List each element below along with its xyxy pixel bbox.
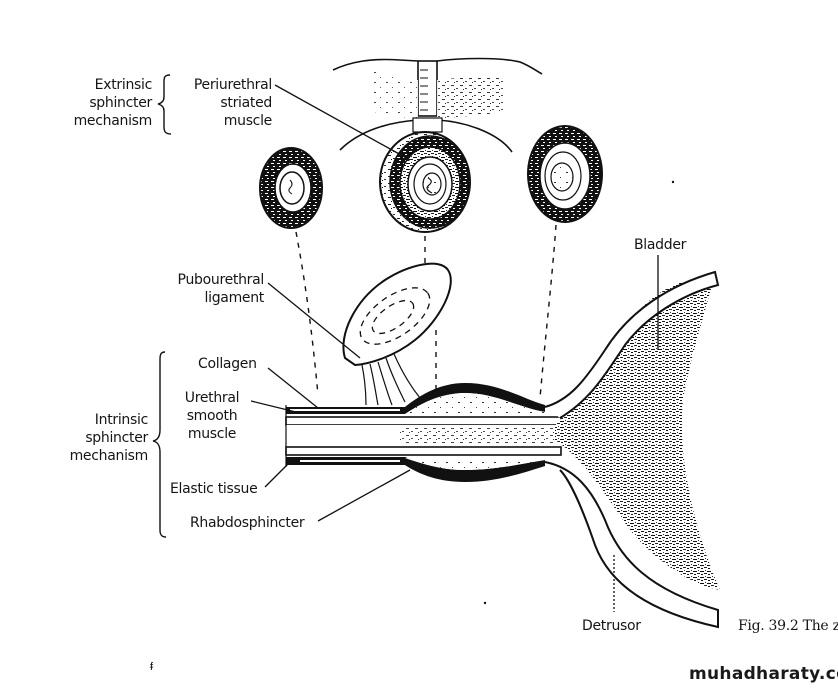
perineal-tissue xyxy=(332,57,543,153)
intrinsic-bracket xyxy=(152,351,167,538)
intrinsic-label-line: sphincter xyxy=(85,430,148,446)
collagen-label: Collagen xyxy=(198,356,257,372)
leader-lines xyxy=(250,84,659,612)
cross-section-proximal xyxy=(259,147,323,229)
extrinsic-label-line: Extrinsic xyxy=(94,77,153,93)
urethral-smooth-label-line: Urethral xyxy=(184,390,240,406)
urethral-smooth-label-line: smooth xyxy=(186,408,238,424)
extrinsic-label-line: mechanism xyxy=(73,113,153,129)
bladder-label: Bladder xyxy=(634,237,687,253)
urethral-smooth-muscle-label: Urethral smooth muscle xyxy=(174,389,250,443)
stray-dot xyxy=(483,601,487,605)
periurethral-label-line: striated xyxy=(220,95,272,111)
periurethral-label-line: muscle xyxy=(223,113,273,129)
rhabdosphincter-label: Rhabdosphincter xyxy=(190,515,305,531)
extrinsic-bracket xyxy=(157,74,172,135)
urethra xyxy=(285,383,562,482)
stray-dot xyxy=(671,180,675,184)
periurethral-label: Periurethral striated muscle xyxy=(176,76,272,130)
intrinsic-label-line: Intrinsic xyxy=(94,412,149,428)
intrinsic-label-line: mechanism xyxy=(69,448,149,464)
pubourethral-ligament xyxy=(342,262,452,406)
urethral-smooth-label-line: muscle xyxy=(187,426,237,442)
detrusor-label: Detrusor xyxy=(582,618,641,634)
pubourethral-label-line: ligament xyxy=(204,290,265,306)
cross-section-distal xyxy=(527,125,603,223)
pubourethral-label-line: Pubourethral xyxy=(177,272,265,288)
stray-mark: ᵮ xyxy=(150,660,153,673)
cross-section-mid xyxy=(379,131,471,233)
intrinsic-group-label: Intrinsic sphincter mechanism xyxy=(60,411,149,465)
figure-caption: Fig. 39.2 The z xyxy=(738,618,838,634)
elastic-tissue-label: Elastic tissue xyxy=(170,481,258,497)
extrinsic-label-line: sphincter xyxy=(89,95,152,111)
pubourethral-label: Pubourethral ligament xyxy=(160,271,265,307)
watermark: muhadharaty.com xyxy=(689,664,838,684)
periurethral-label-line: Periurethral xyxy=(193,77,272,93)
bladder xyxy=(544,270,720,629)
extrinsic-group-label: Extrinsic sphincter mechanism xyxy=(58,76,153,130)
